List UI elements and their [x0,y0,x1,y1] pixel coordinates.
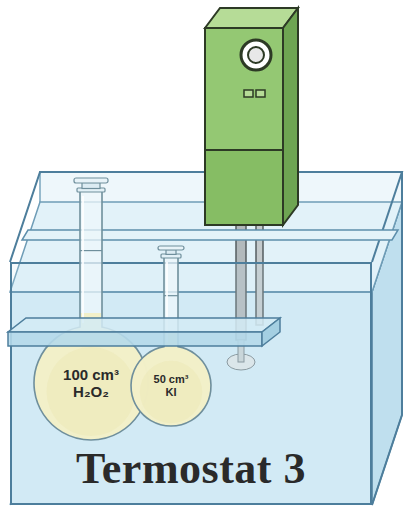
glass-highlight [166,262,168,343]
mounting-bar [22,230,398,240]
volumetric-flask: 100 cm³ H₂O₂ [32,178,150,442]
thermostat-button [256,90,265,97]
stopper-cap [74,178,108,183]
flask-shape [32,178,150,442]
liquid-shade [140,361,202,423]
flask-glass [34,191,148,440]
thermostat-base [205,150,283,225]
flask-liquid [34,313,148,440]
glass-highlight [82,196,84,323]
flask-label: 50 cm³ KI [151,373,191,398]
tank-edge [372,415,402,505]
water-bath-tank: Termostat 3 100 cm³ H₂O₂ 50 cm³ KI [10,262,372,505]
flask-shape [129,246,213,428]
thermostat-button [244,90,253,97]
liquid-shade [47,347,136,436]
tank-edge [401,172,403,415]
flask-outline [34,191,148,440]
dial-center [248,47,264,63]
flask-label: 100 cm³ H₂O₂ [55,366,127,401]
flask-glass [131,257,211,426]
thermostat-dial [241,40,271,70]
thermostat-front [205,28,283,225]
flask-liquid [131,333,211,426]
thermostat-side [283,8,298,225]
tank-label: Termostat 3 [12,445,370,493]
flask-outline [131,257,211,426]
volumetric-flask: 50 cm³ KI [129,246,213,428]
stopper-cap [158,246,184,250]
